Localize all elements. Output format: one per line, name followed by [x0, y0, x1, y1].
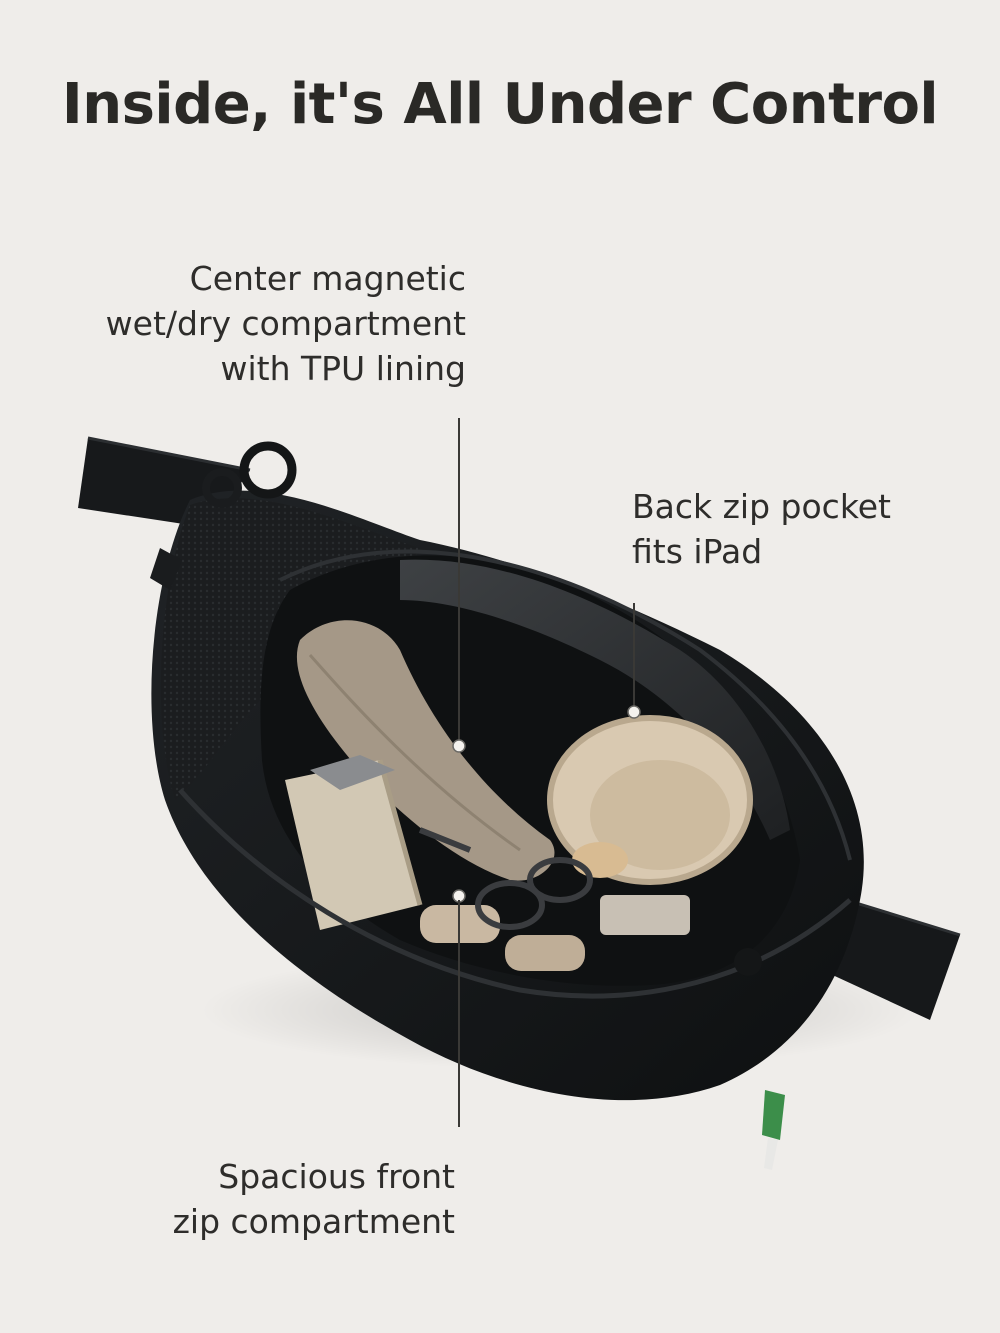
page-title: Inside, it's All Under Control	[61, 72, 939, 137]
callout-line: Back zip pocket	[632, 487, 891, 526]
zip-pull-green	[762, 1090, 785, 1140]
round-case-rim	[547, 715, 753, 885]
towel-fold	[308, 654, 521, 852]
round-case-inner	[590, 760, 730, 870]
callout-center-compartment: Center magnetic wet/dry compartment with…	[106, 256, 466, 391]
glasses-temple	[418, 827, 472, 853]
card-item	[600, 895, 690, 935]
zipper-back	[279, 549, 852, 861]
zip-pull-right	[734, 948, 762, 976]
callout-front-compartment: Spacious front zip compartment	[173, 1154, 455, 1244]
book-item	[285, 760, 420, 930]
book-spine	[377, 759, 423, 906]
left-strap-edge	[87, 436, 251, 472]
sponge	[572, 842, 628, 878]
callout-line: Center magnetic	[189, 259, 466, 298]
callout-back-pocket: Back zip pocket fits iPad	[632, 484, 891, 574]
callout-line: fits iPad	[632, 532, 763, 571]
glasses-lens-left	[475, 880, 545, 930]
callout-line: with TPU lining	[220, 349, 467, 388]
callout-line: zip compartment	[172, 1202, 455, 1241]
ipad-device	[400, 559, 790, 840]
small-pouch-2	[505, 935, 585, 971]
zip-pull-white	[764, 1138, 778, 1170]
callout-line: wet/dry compartment	[105, 304, 466, 343]
carabiner-ring	[239, 441, 297, 499]
pointer-dot-center	[452, 739, 466, 753]
pointer-dot-back	[627, 705, 641, 719]
microfiber-towel	[296, 620, 555, 881]
callout-line: Spacious front	[218, 1157, 455, 1196]
clip-ring	[202, 468, 242, 508]
phone-device	[310, 755, 395, 790]
glasses-lens-right	[527, 857, 593, 903]
cord-lock	[150, 548, 182, 590]
